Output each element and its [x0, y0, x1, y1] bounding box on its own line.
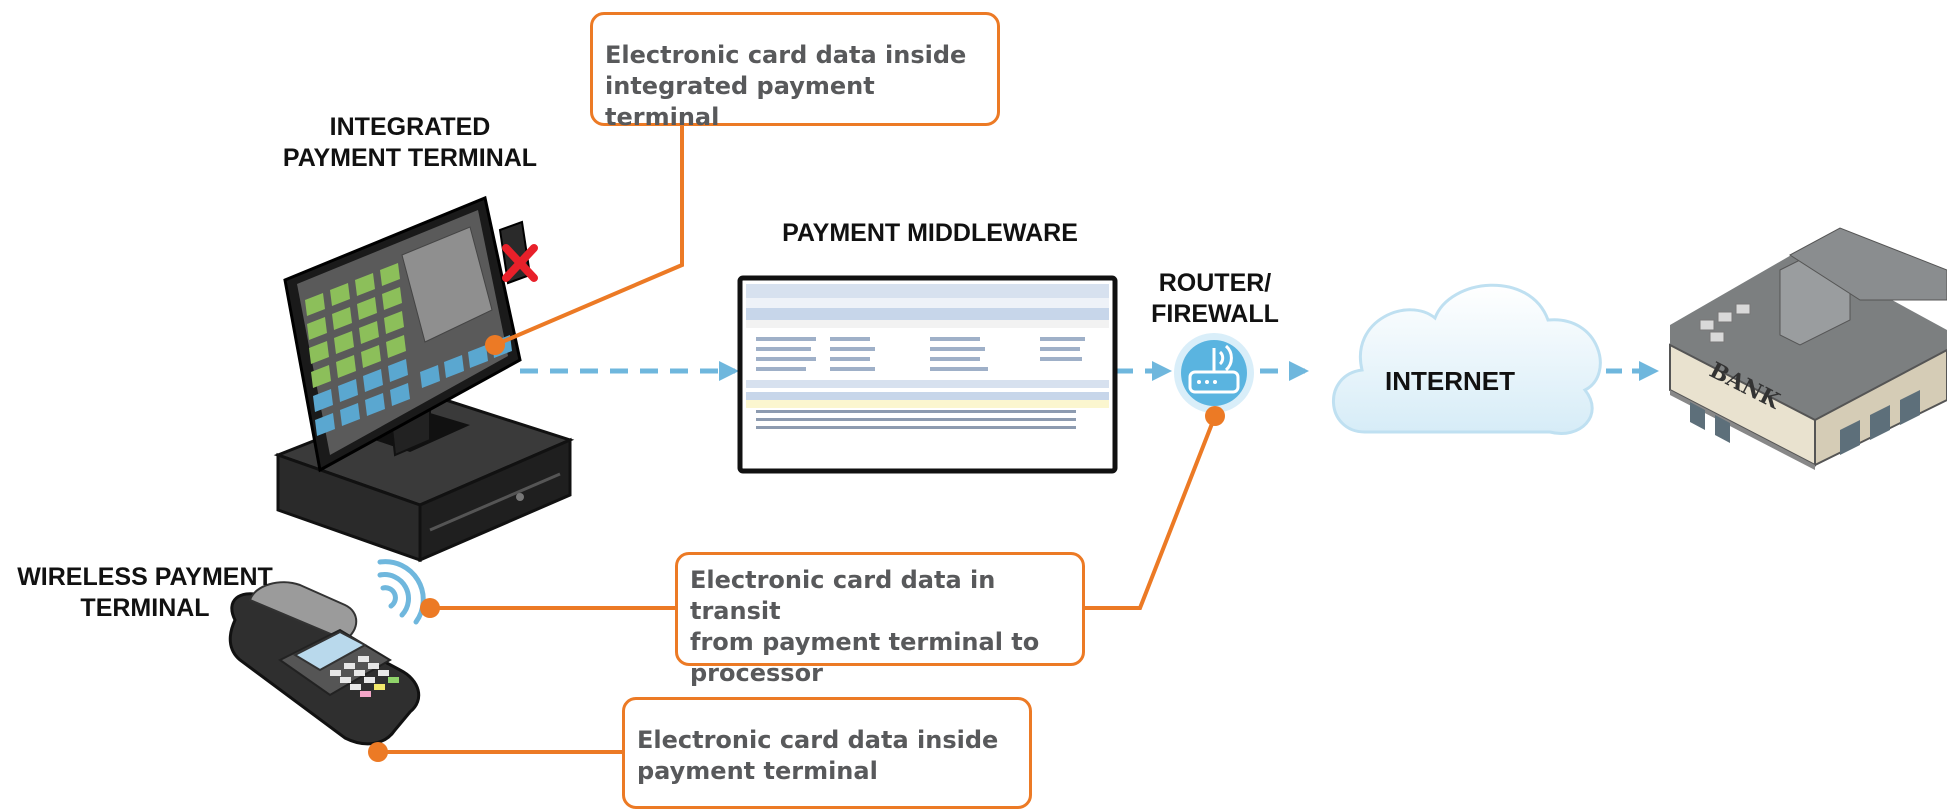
pos-key — [315, 413, 335, 436]
callout-transit-line2: from payment terminal to — [690, 628, 1040, 656]
pos-key — [340, 403, 360, 426]
keypad-key — [358, 656, 369, 662]
wireless-terminal-label: WIRELESS PAYMENT TERMINAL — [0, 562, 290, 624]
callout-wireless-line1: Electronic card data inside — [637, 726, 999, 754]
keypad-key — [364, 677, 375, 683]
pos-key — [309, 341, 329, 364]
callout-integrated-terminal: Electronic card data inside integrated p… — [590, 12, 1000, 131]
callout-data-in-transit: Electronic card data in transit from pay… — [675, 552, 1085, 687]
wireless-label-line1: WIRELESS PAYMENT — [17, 563, 273, 591]
middleware-screen — [737, 275, 1118, 474]
pos-key — [363, 369, 383, 392]
middleware-label: PAYMENT MIDDLEWARE — [720, 218, 1140, 249]
keypad-key — [360, 691, 371, 697]
keypad-key — [354, 670, 365, 676]
pos-key — [384, 311, 404, 334]
pos-key — [332, 307, 352, 330]
pos-key — [388, 359, 408, 382]
pos-key — [311, 365, 331, 388]
pos-key — [386, 335, 406, 358]
integrated-label-line1: INTEGRATED — [329, 113, 491, 141]
keypad-key — [368, 663, 379, 669]
pos-key — [336, 355, 356, 378]
keypad-key — [378, 670, 389, 676]
keypad-key — [374, 684, 385, 690]
keypad-key — [388, 677, 399, 683]
pos-key — [468, 345, 488, 368]
router-label: ROUTER/ FIREWALL — [1135, 268, 1295, 330]
pos-key — [444, 355, 464, 378]
bank-building-icon: BANK — [1669, 227, 1947, 470]
pos-key — [338, 379, 358, 402]
wireless-label-line2: TERMINAL — [80, 594, 210, 622]
router-icon — [1174, 333, 1254, 413]
cloud-icon — [1332, 283, 1602, 435]
callout-anchor-dots — [368, 335, 1225, 762]
pos-terminal-icon — [273, 195, 575, 563]
keypad-key — [344, 663, 355, 669]
pos-key — [382, 287, 402, 310]
integrated-label-line2: PAYMENT TERMINAL — [282, 144, 538, 172]
callout-connectors — [378, 124, 1217, 754]
pos-key — [330, 283, 350, 306]
internet-label: INTERNET — [1385, 366, 1515, 396]
pos-key — [380, 263, 400, 286]
middleware-title: PAYMENT MIDDLEWARE — [782, 219, 1078, 247]
x-mark-icon — [502, 244, 538, 282]
pos-key — [359, 321, 379, 344]
keypad-key — [330, 670, 341, 676]
router-label-line2: FIREWALL — [1151, 300, 1279, 328]
router-label-line1: ROUTER/ — [1158, 269, 1272, 297]
pos-key — [420, 365, 440, 388]
pos-key — [390, 383, 410, 406]
pos-key — [365, 393, 385, 416]
pos-key — [307, 317, 327, 340]
callout-integrated-line1: Electronic card data inside — [605, 41, 967, 69]
integrated-terminal-label: INTEGRATED PAYMENT TERMINAL — [260, 112, 560, 174]
pos-key — [313, 389, 333, 412]
wireless-terminal-icon — [228, 559, 426, 746]
keypad-key — [350, 684, 361, 690]
pos-key — [357, 297, 377, 320]
pos-key — [355, 273, 375, 296]
pos-key — [361, 345, 381, 368]
callout-wireless-line2: payment terminal — [637, 757, 878, 785]
callout-transit-line1: Electronic card data in transit — [690, 566, 996, 625]
callout-wireless-terminal: Electronic card data inside payment term… — [622, 697, 1032, 809]
callout-transit-line3: processor — [690, 659, 823, 687]
pos-key — [305, 293, 325, 316]
callout-integrated-line2: integrated payment terminal — [605, 72, 875, 131]
pos-key — [334, 331, 354, 354]
keypad-key — [340, 677, 351, 683]
